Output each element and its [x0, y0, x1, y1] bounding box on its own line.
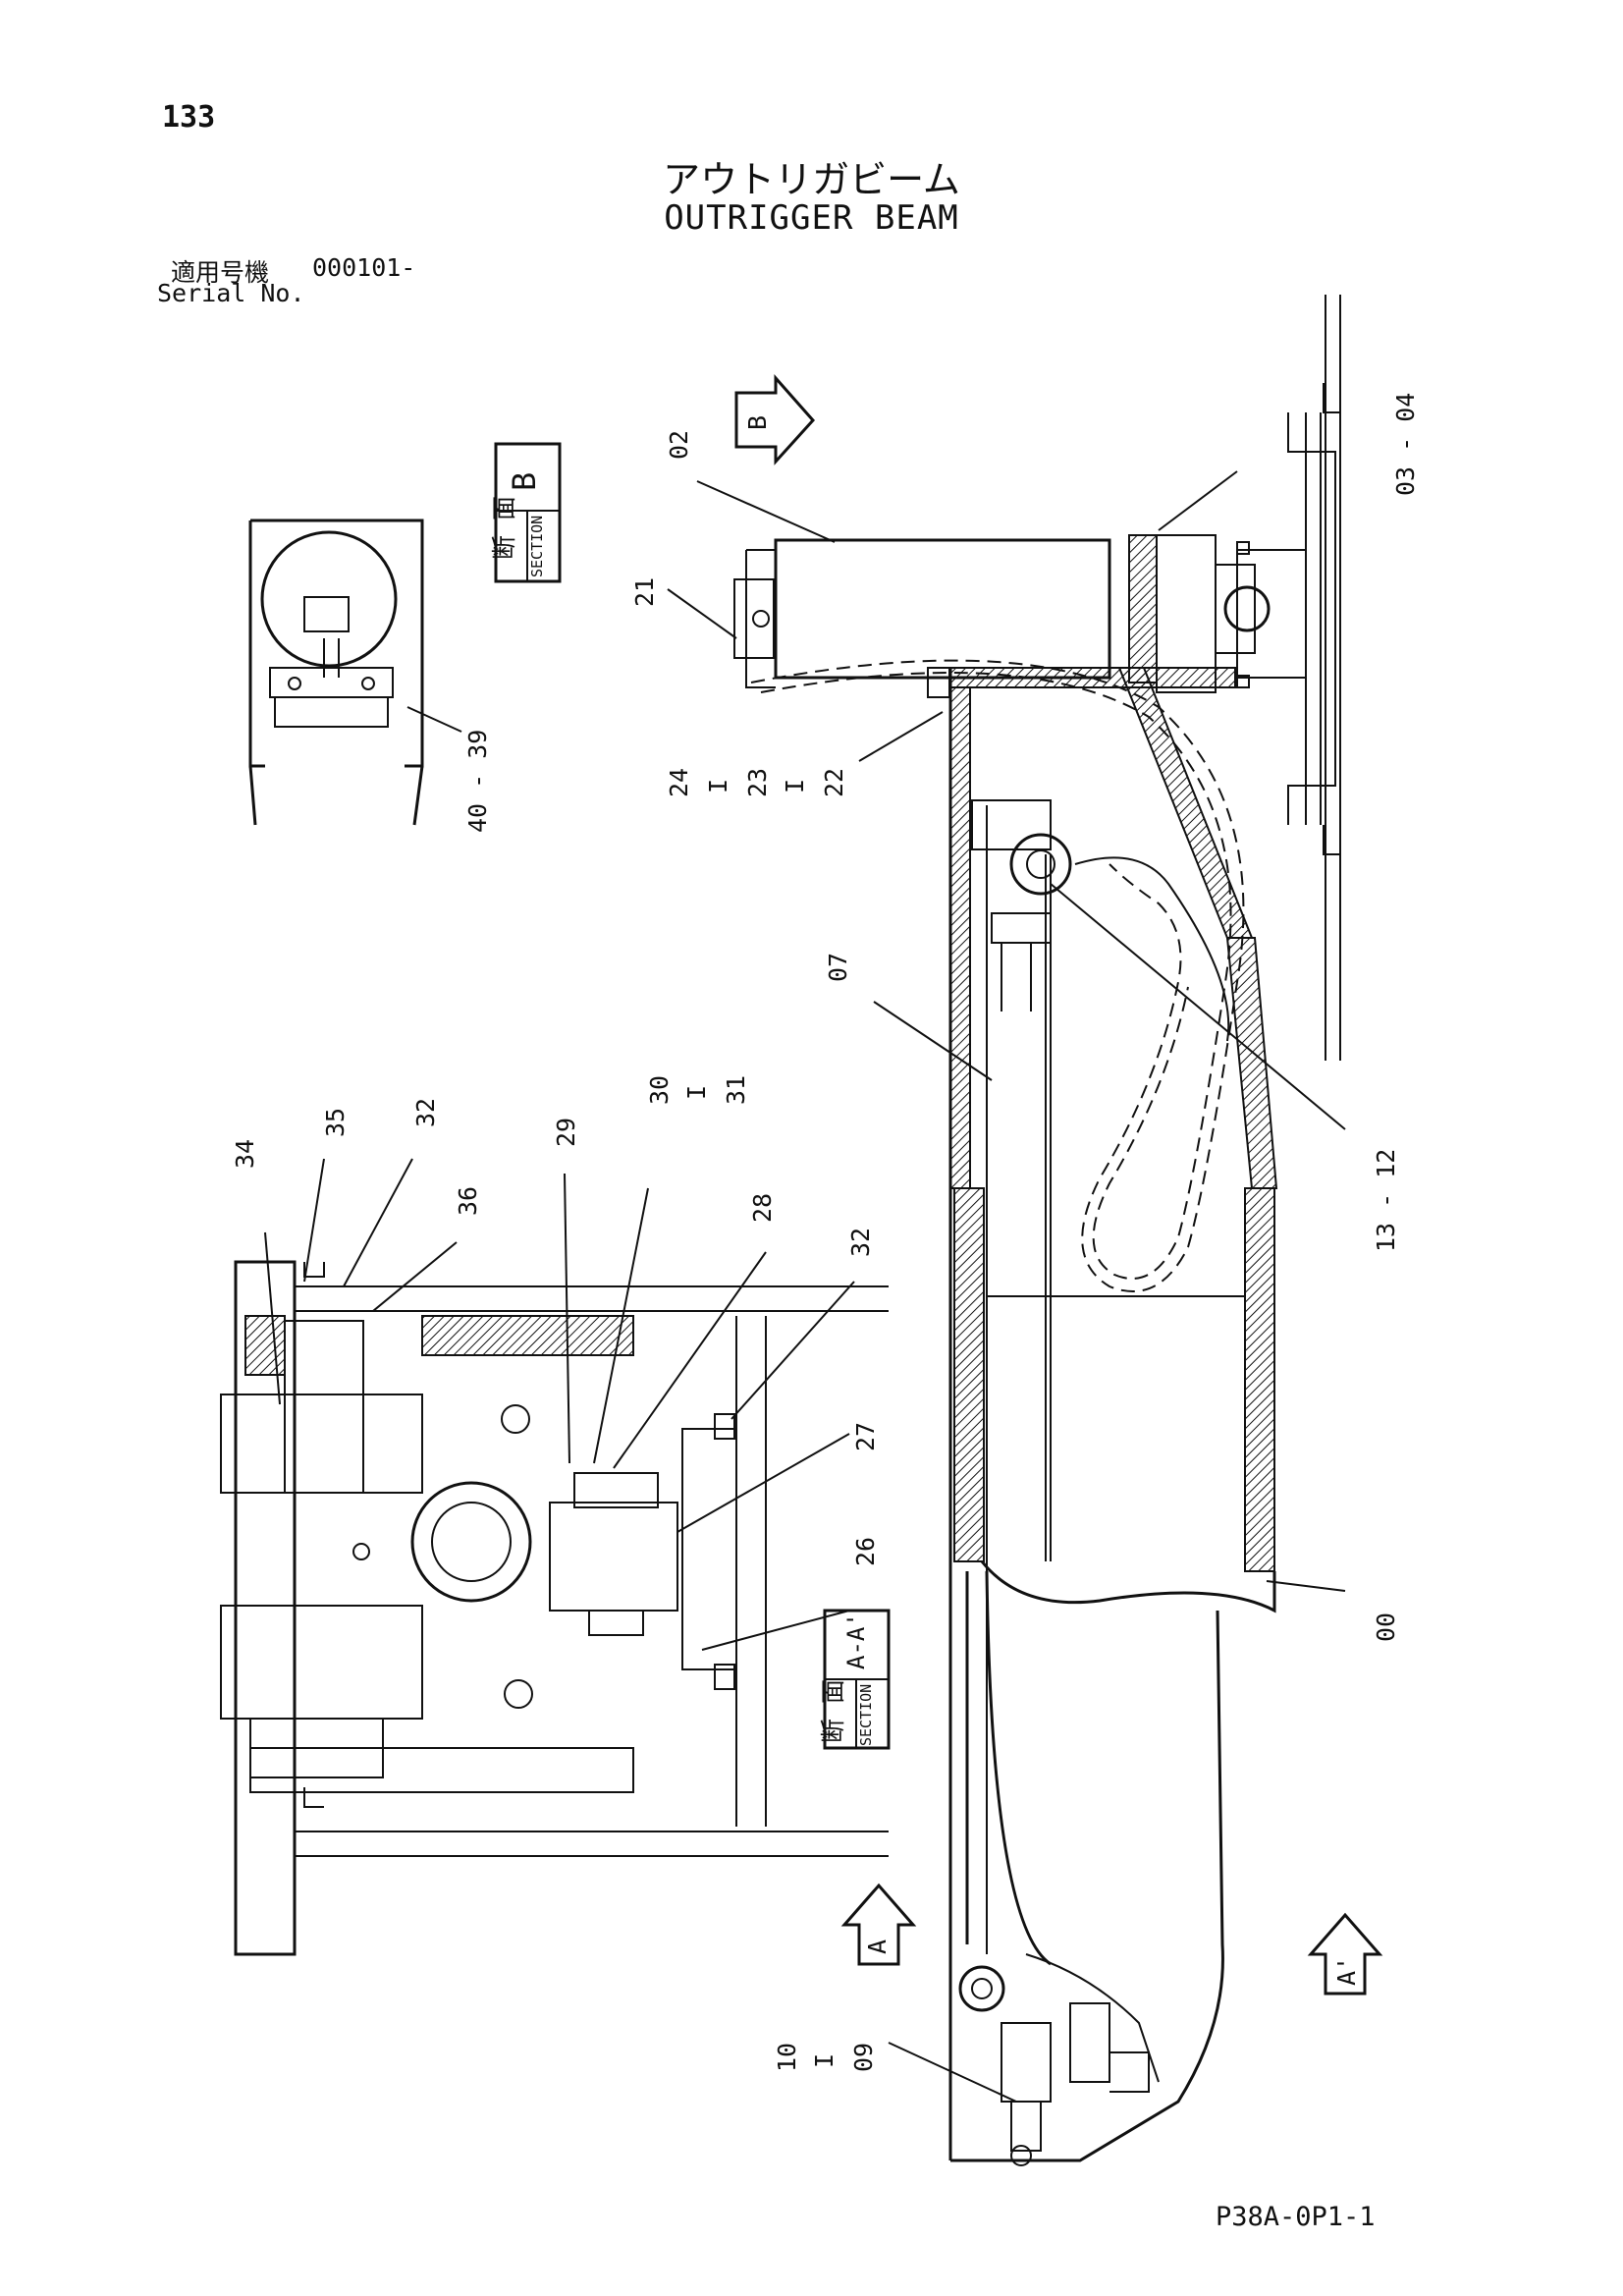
callout-02: 02: [665, 430, 693, 460]
callout-32a: 32: [411, 1098, 440, 1127]
title-english: OUTRIGGER BEAM: [664, 198, 959, 238]
serial-label-japanese: 適用号機: [171, 258, 270, 287]
svg-text:A: A: [863, 1940, 892, 1954]
svg-text:A': A': [1332, 1956, 1361, 1986]
svg-text:断 面: 断 面: [819, 1679, 847, 1743]
callout-23: 23: [743, 768, 772, 797]
callout-27: 27: [851, 1422, 880, 1451]
hydraulic-hose: [750, 659, 1245, 1292]
ground-pad: [1323, 295, 1341, 1061]
svg-text:SECTION: SECTION: [528, 516, 546, 577]
callout-dash-24: I: [704, 779, 732, 793]
callout-10: 10: [773, 2043, 801, 2072]
callout-40-39: 40 - 39: [463, 730, 492, 833]
callout-09: 09: [849, 2043, 878, 2072]
callout-22: 22: [820, 768, 848, 797]
svg-text:SECTION: SECTION: [857, 1684, 875, 1746]
callout-31: 31: [722, 1075, 750, 1105]
section-aa-view: [220, 1260, 889, 1956]
view-arrow-b: B: [734, 374, 816, 465]
callout-00: 00: [1372, 1613, 1400, 1642]
callout-34: 34: [231, 1139, 259, 1169]
view-arrow-a: A: [840, 1883, 917, 1966]
outrigger-beam-body: [948, 667, 1278, 2162]
outrigger-jack: [733, 412, 1336, 825]
callout-35: 35: [321, 1108, 350, 1137]
title-japanese: アウトリガビーム: [663, 158, 960, 201]
callout-26: 26: [851, 1537, 880, 1566]
section-aa-label: 断 面 SECTION A-A': [819, 1609, 891, 1750]
callout-03-04: 03 - 04: [1391, 393, 1420, 496]
lower-fittings: [958, 1965, 1150, 2166]
callout-21: 21: [630, 577, 659, 607]
callout-28: 28: [748, 1193, 777, 1223]
callout-24: 24: [665, 768, 693, 797]
page-number: 133: [162, 100, 216, 135]
view-arrow-a-prime: A': [1307, 1912, 1383, 1995]
svg-text:A-A': A-A': [842, 1613, 870, 1669]
drawing-code: P38A-0P1-1: [1216, 2202, 1376, 2232]
callout-30: 30: [645, 1075, 674, 1105]
section-b-label: 断 面 SECTION B: [490, 442, 562, 583]
callout-dash-23: I: [781, 779, 809, 793]
serial-value: 000101-: [312, 253, 416, 282]
svg-text:B: B: [743, 415, 772, 430]
callout-labels: 02 03 - 04 21 24 I 23 I 22 40 - 39 07 13…: [231, 393, 1420, 2072]
serial-label-english: Serial No.: [157, 279, 305, 307]
callout-29: 29: [552, 1118, 580, 1147]
hydraulic-cylinder: [971, 799, 1072, 1011]
leader-lines: [264, 470, 1346, 2103]
callout-dash-10: I: [810, 2053, 839, 2068]
callout-07: 07: [824, 953, 852, 982]
callout-13-12: 13 - 12: [1372, 1149, 1400, 1252]
section-b-view: [248, 519, 424, 826]
callout-32b: 32: [846, 1228, 875, 1257]
svg-text:断 面: 断 面: [490, 496, 518, 560]
callout-36: 36: [454, 1186, 482, 1216]
svg-text:B: B: [506, 472, 543, 491]
callout-dash-30: I: [682, 1085, 711, 1100]
